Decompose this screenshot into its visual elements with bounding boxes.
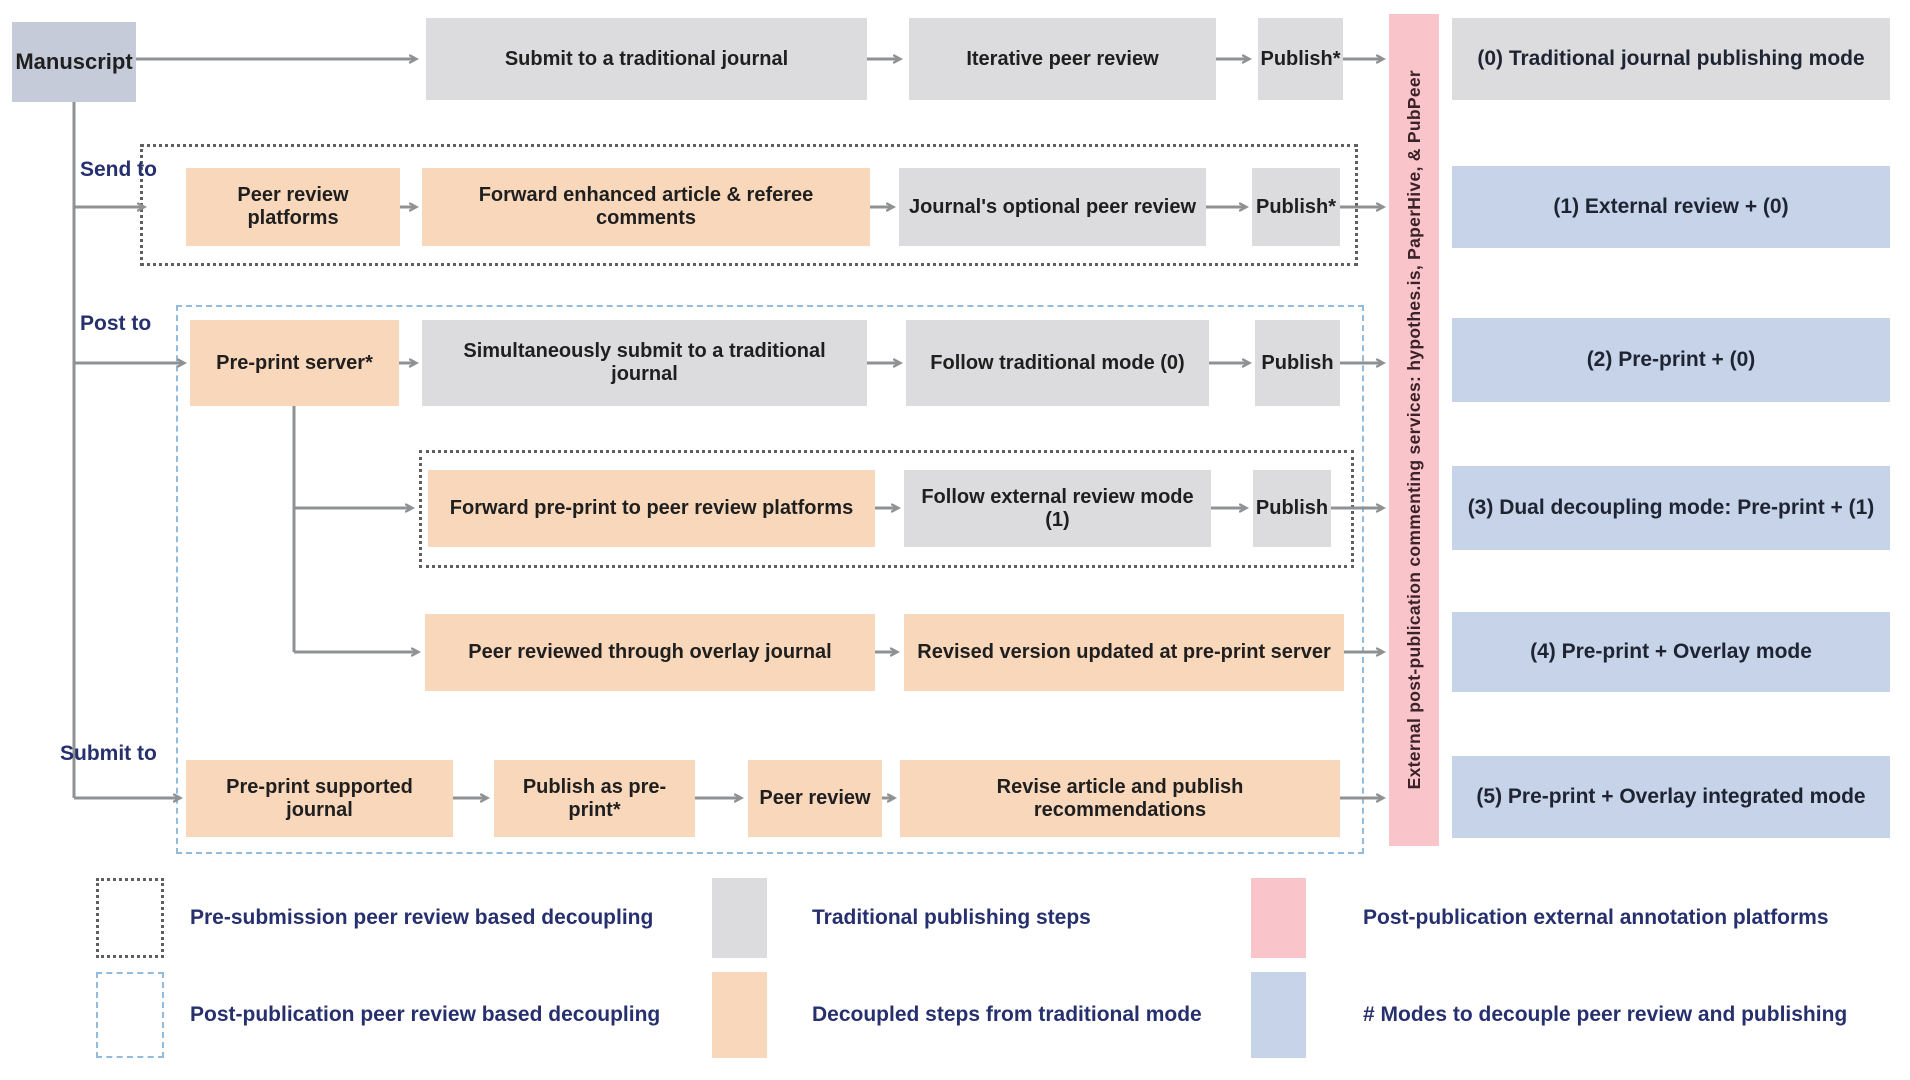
legend-swatch-pink: [1251, 878, 1306, 958]
legend-swatch-dashed: [96, 972, 164, 1058]
post-publication-commenting-bar-text: External post-publication commenting ser…: [1403, 70, 1424, 790]
mode-2-box: (2) Pre-print + (0): [1452, 318, 1890, 402]
mode-5-box: (5) Pre-print + Overlay integrated mode: [1452, 756, 1890, 838]
step-revised-version-updated: Revised version updated at pre-print ser…: [904, 614, 1344, 691]
step-revise-article-publish-recommendations: Revise article and publish recommendatio…: [900, 760, 1340, 837]
legend-swatch-blue: [1251, 972, 1306, 1058]
branch-label-send-to: Send to: [80, 158, 157, 181]
mode-4-box: (4) Pre-print + Overlay mode: [1452, 612, 1890, 692]
step-follow-traditional-mode: Follow traditional mode (0): [906, 320, 1209, 406]
step-follow-external-review-mode: Follow external review mode (1): [904, 470, 1211, 547]
step-peer-review-r5: Peer review: [748, 760, 882, 837]
legend-label-modes-count: # Modes to decouple peer review and publ…: [1363, 1003, 1848, 1026]
mode-3-box: (3) Dual decoupling mode: Pre-print + (1…: [1452, 466, 1890, 550]
manuscript-box: Manuscript: [12, 22, 136, 102]
legend-swatch-gray: [712, 878, 767, 958]
step-iterative-peer-review: Iterative peer review: [909, 18, 1216, 100]
branch-label-post-to: Post to: [80, 312, 152, 335]
legend-label-post-publication: Post-publication peer review based decou…: [190, 1003, 661, 1026]
step-journal-optional-review: Journal's optional peer review: [899, 168, 1206, 246]
mode-0-box: (0) Traditional journal publishing mode: [1452, 18, 1890, 100]
mode-1-box: (1) External review + (0): [1452, 166, 1890, 248]
step-simultaneous-submit: Simultaneously submit to a traditional j…: [422, 320, 867, 406]
legend-label-traditional-steps: Traditional publishing steps: [812, 906, 1091, 929]
step-publish-r3: Publish: [1253, 470, 1331, 547]
legend-swatch-dotted: [96, 878, 164, 958]
step-preprint-server: Pre-print server*: [190, 320, 399, 406]
post-publication-commenting-bar: External post-publication commenting ser…: [1389, 14, 1439, 846]
legend-swatch-orange: [712, 972, 767, 1058]
step-peer-reviewed-overlay-journal: Peer reviewed through overlay journal: [425, 614, 875, 691]
step-preprint-supported-journal: Pre-print supported journal: [186, 760, 453, 837]
step-publish-as-preprint: Publish as pre-print*: [494, 760, 695, 837]
branch-label-submit-to: Submit to: [60, 742, 157, 765]
step-forward-preprint-platforms: Forward pre-print to peer review platfor…: [428, 470, 875, 547]
legend-label-annotation-platforms: Post-publication external annotation pla…: [1363, 906, 1829, 929]
step-submit-traditional-journal: Submit to a traditional journal: [426, 18, 867, 100]
step-publish-r2: Publish: [1255, 320, 1340, 406]
legend-label-decoupled-steps: Decoupled steps from traditional mode: [812, 1003, 1202, 1026]
step-publish-r1: Publish*: [1252, 168, 1340, 246]
post-publication-decoupling-container: [176, 305, 1364, 854]
step-publish-r0: Publish*: [1258, 18, 1343, 100]
step-peer-review-platforms: Peer review platforms: [186, 168, 400, 246]
step-forward-enhanced-article: Forward enhanced article & referee comme…: [422, 168, 870, 246]
legend-label-pre-submission: Pre-submission peer review based decoupl…: [190, 906, 654, 929]
